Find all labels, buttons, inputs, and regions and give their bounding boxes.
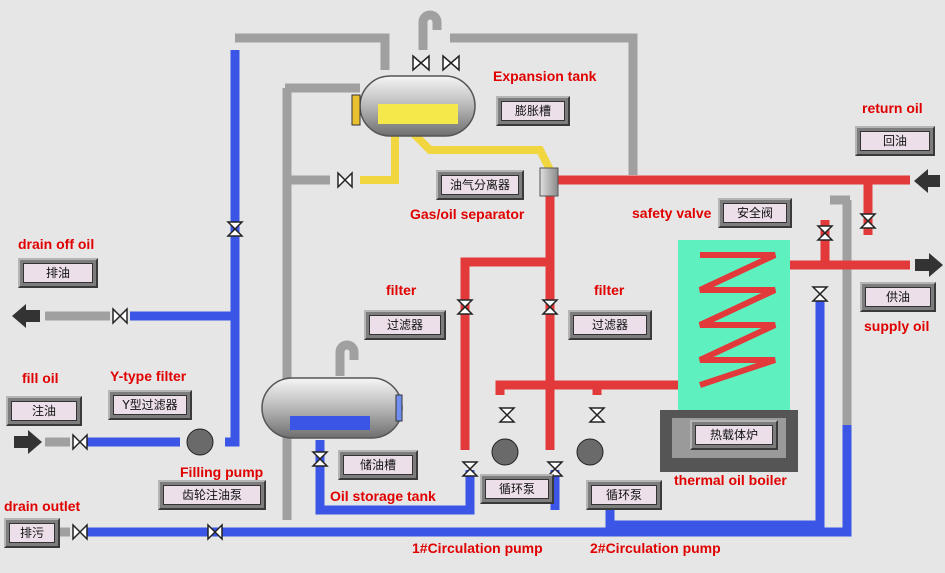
expansion-tank-level [378, 104, 458, 124]
pipe-storage-vent [335, 340, 359, 376]
pipe-vent-loop [418, 10, 442, 50]
cn-drain-off-oil: 排油 [18, 258, 98, 288]
label-supply-oil: supply oil [864, 318, 930, 334]
cold-pipes [85, 50, 852, 537]
valve-left-riser [226, 221, 244, 237]
cn-drain-outlet: 排污 [4, 518, 60, 548]
arrow-return-in [914, 169, 940, 193]
cn-fill-oil: 注油 [6, 396, 82, 426]
pipe-hot-to-boiler [495, 380, 700, 395]
cn-filter-right: 过滤器 [568, 310, 652, 340]
valve-drain-outlet [72, 523, 88, 541]
pipe-blue-bottom-main [85, 425, 852, 537]
valve-tank-left [412, 54, 430, 72]
pipe-blue-storage [315, 440, 475, 515]
storage-tank-level [290, 416, 370, 430]
boiler-coil [698, 252, 777, 388]
cn-filter-left: 过滤器 [364, 310, 446, 340]
valve-safety [816, 225, 834, 241]
cn-circulation-pump-1: 循环泵 [480, 474, 554, 504]
pump1-icon [491, 438, 519, 466]
label-drain-outlet: drain outlet [4, 498, 81, 514]
valve-storage [311, 451, 329, 467]
valve-fill [72, 433, 88, 451]
cn-y-type-filter: Y型过滤器 [108, 390, 192, 420]
flow-arrows [12, 169, 943, 454]
pipe-blue-left-riser [225, 50, 240, 447]
valves [72, 54, 877, 541]
valve-pump1-out [498, 407, 516, 423]
cn-boiler: 热载体炉 [690, 420, 778, 450]
valve-blue-return [811, 286, 829, 302]
cn-expansion-tank: 膨胀槽 [496, 96, 570, 126]
arrow-fill-in [14, 430, 42, 454]
label-y-type-filter: Y-type filter [110, 368, 187, 384]
pumps [186, 428, 604, 466]
valve-filter-right [541, 299, 559, 315]
label-oil-storage-tank: Oil storage tank [330, 488, 436, 504]
label-filter-left: filter [386, 282, 417, 298]
gas-pipes [360, 127, 554, 184]
hot-pipes [460, 175, 910, 450]
cn-oil-storage-tank: 储油槽 [338, 450, 418, 480]
cn-gas-oil-separator: 油气分离器 [436, 170, 524, 200]
label-thermal-oil-boiler: thermal oil boiler [674, 472, 787, 488]
filling-pump-icon [186, 428, 214, 456]
valve-return [859, 213, 877, 229]
valve-drain-off [112, 307, 128, 325]
label-return-oil: return oil [862, 100, 923, 116]
label-gas-oil-separator: Gas/oil separator [410, 206, 525, 222]
valve-bottom [207, 523, 223, 541]
label-filter-right: filter [594, 282, 625, 298]
cn-return-oil: 回油 [855, 126, 935, 156]
valve-tank-right [442, 54, 460, 72]
label-filling-pump: Filling pump [180, 464, 264, 480]
storage-tank-gauge [395, 394, 403, 422]
valve-pump1-in [461, 461, 479, 477]
pipe-hot-left-filter [460, 257, 550, 450]
label-drain-off-oil: drain off oil [18, 236, 95, 252]
pump2-icon [576, 438, 604, 466]
valve-gas [337, 171, 353, 189]
pipe-gas-main [407, 127, 554, 172]
pipe-blue-return [605, 300, 825, 530]
cn-safety-valve: 安全阀 [718, 198, 792, 228]
arrow-drain-off [12, 304, 40, 328]
pipe-tank-to-storage [282, 83, 360, 520]
label-circulation-pump-1: 1#Circulation pump [412, 540, 543, 556]
pipe-gas-branch [360, 135, 399, 184]
neutral-pipes [45, 10, 852, 537]
valve-filter-left [456, 299, 474, 315]
arrow-supply-out [915, 253, 943, 277]
label-fill-oil: fill oil [22, 370, 59, 386]
pipe-tank-top-right [450, 33, 638, 175]
cn-supply-oil: 供油 [860, 282, 936, 312]
valve-pump2-out [588, 407, 606, 423]
expansion-tank-gauge [351, 94, 361, 126]
label-circulation-pump-2: 2#Circulation pump [590, 540, 721, 556]
cn-filling-pump: 齿轮注油泵 [158, 480, 266, 510]
label-safety-valve: safety valve [632, 205, 712, 221]
separator-body [539, 167, 559, 197]
pipe-tank-top-left [235, 33, 390, 70]
cn-circulation-pump-2: 循环泵 [586, 480, 662, 510]
pipe-safety-vent [830, 195, 852, 440]
label-expansion-tank: Expansion tank [493, 68, 597, 84]
